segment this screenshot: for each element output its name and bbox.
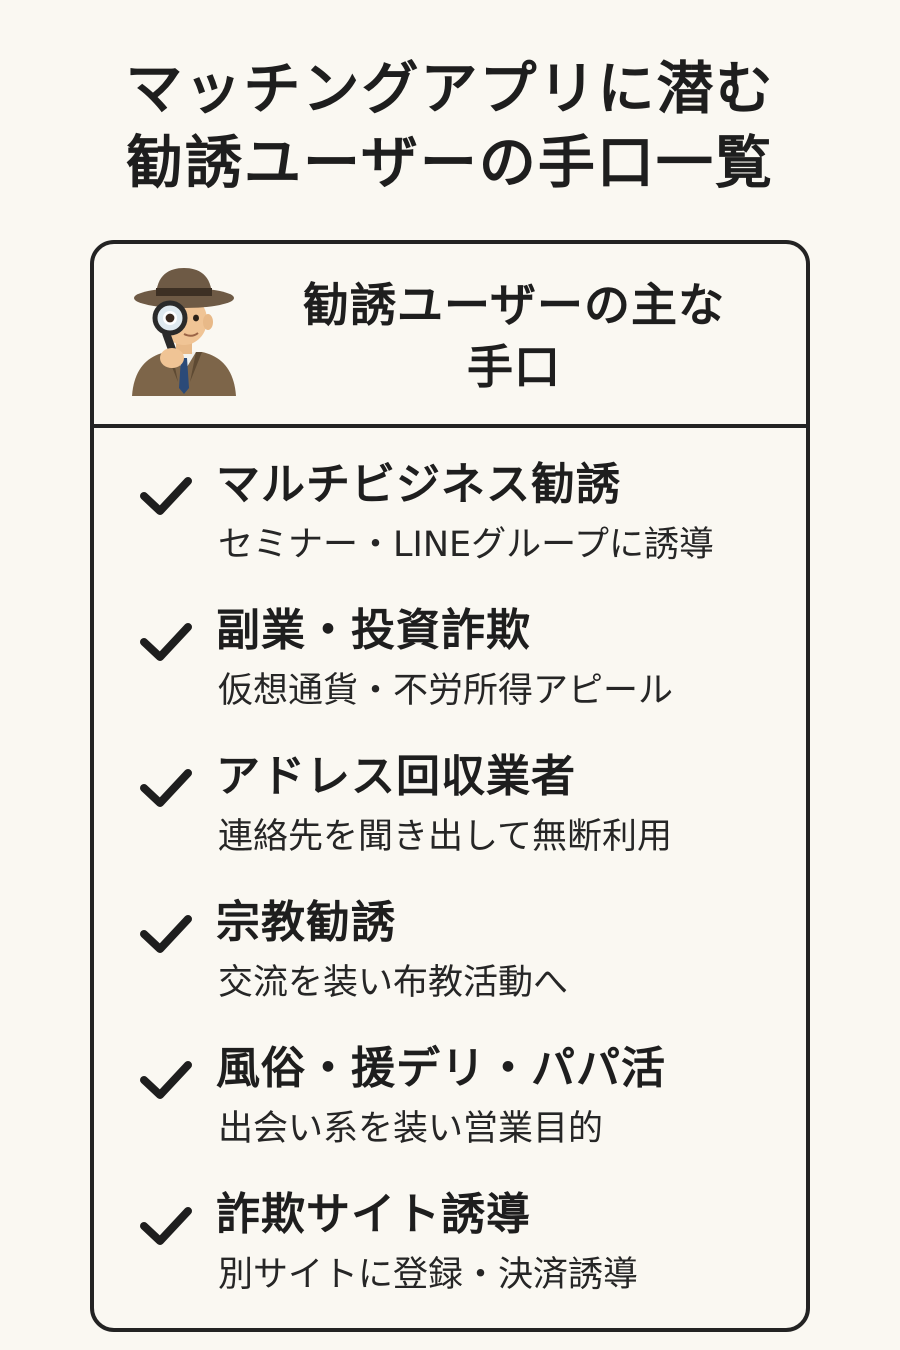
list-item: 詐欺サイト誘導 別サイトに登録・決済誘導 (94, 1186, 806, 1328)
tactics-card: 勧誘ユーザーの主な 手口 マルチビジネス勧誘 セミナー・LINEグループに誘導 … (90, 240, 810, 1332)
item-description: 交流を装い布教活動へ (218, 963, 569, 1003)
item-title: 風俗・援デリ・パパ活 (216, 1043, 666, 1094)
list-item: 副業・投資詐欺 仮想通貨・不労所得アピール (94, 602, 806, 748)
checkmark-icon (140, 1061, 192, 1099)
checkmark-icon (140, 623, 192, 661)
list-item: 宗教勧誘 交流を装い布教活動へ (94, 894, 806, 1040)
page-title: マッチングアプリに潜む 勧誘ユーザーの手口一覧 (40, 52, 860, 200)
card-title: 勧誘ユーザーの主な 手口 (254, 274, 774, 398)
checkmark-icon (140, 915, 192, 953)
list-item: アドレス回収業者 連絡先を聞き出して無断利用 (94, 748, 806, 894)
item-description: 仮想通貨・不労所得アピール (218, 671, 674, 711)
list-item: マルチビジネス勧誘 セミナー・LINEグループに誘導 (94, 456, 806, 602)
item-title: マルチビジネス勧誘 (216, 459, 621, 510)
item-description: 別サイトに登録・決済誘導 (218, 1255, 639, 1295)
item-description: セミナー・LINEグループに誘導 (218, 525, 715, 565)
item-title: 宗教勧誘 (216, 897, 396, 948)
checkmark-icon (140, 769, 192, 807)
item-title: 副業・投資詐欺 (216, 605, 531, 656)
item-description: 出会い系を装い営業目的 (218, 1109, 604, 1149)
list-item: 風俗・援デリ・パパ活 出会い系を装い営業目的 (94, 1040, 806, 1186)
card-title-line-2: 手口 (467, 340, 561, 394)
checkmark-icon (140, 1207, 192, 1245)
checkmark-icon (140, 477, 192, 515)
item-title: 詐欺サイト誘導 (216, 1189, 531, 1240)
page-title-line-2: 勧誘ユーザーの手口一覧 (126, 130, 774, 196)
detective-with-magnifying-glass-icon (132, 268, 236, 396)
page-title-line-1: マッチングアプリに潜む (125, 56, 775, 122)
item-description: 連絡先を聞き出して無断利用 (218, 817, 672, 857)
tactic-list: マルチビジネス勧誘 セミナー・LINEグループに誘導 副業・投資詐欺 仮想通貨・… (94, 456, 806, 1328)
card-header: 勧誘ユーザーの主な 手口 (94, 244, 806, 428)
item-title: アドレス回収業者 (216, 751, 576, 802)
card-title-line-1: 勧誘ユーザーの主な (302, 278, 726, 332)
